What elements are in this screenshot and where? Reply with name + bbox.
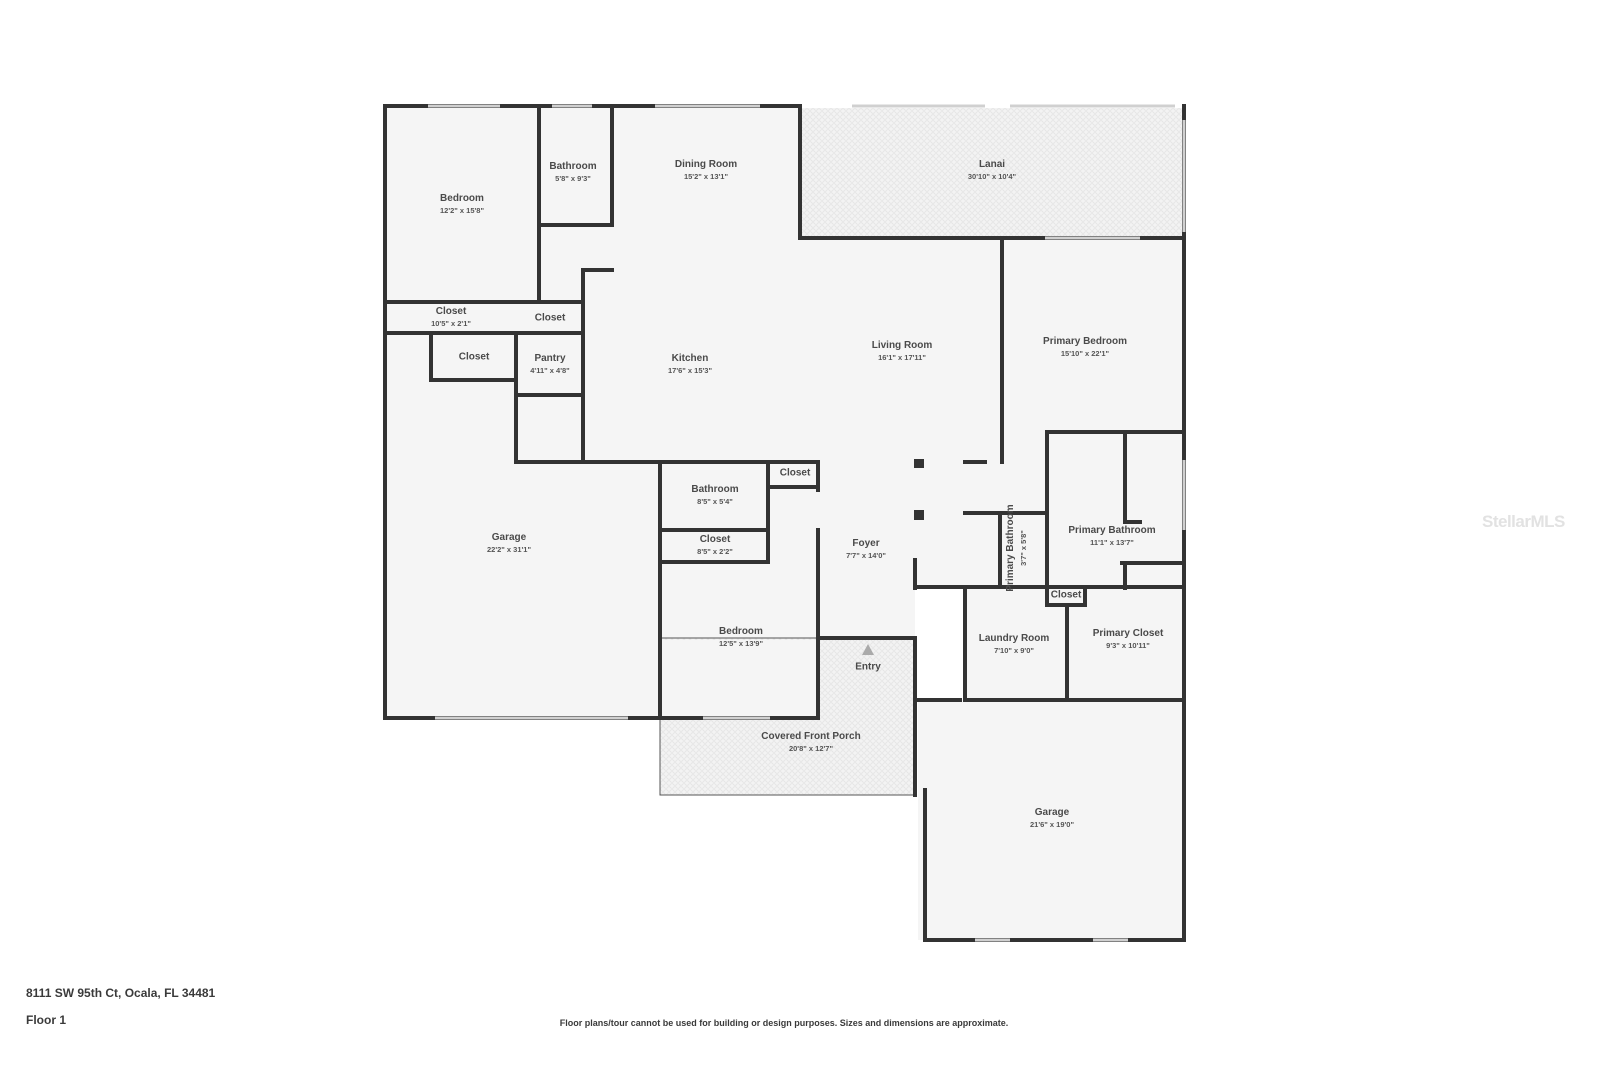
room-entry: Entry — [855, 661, 881, 673]
windows — [428, 104, 1186, 942]
room-closet-2: Closet — [534, 312, 566, 324]
room-closet-6: Closet — [1050, 589, 1082, 601]
address: 8111 SW 95th Ct, Ocala, FL 34481 — [26, 986, 216, 1000]
room-closet-4: Closet — [779, 467, 811, 479]
pillars — [914, 459, 924, 520]
floor-label: Floor 1 — [26, 1013, 67, 1027]
entry-arrow-icon — [862, 644, 874, 655]
room-closet-3: Closet — [458, 351, 490, 363]
floor-areas — [385, 106, 1184, 940]
disclaimer: Floor plans/tour cannot be used for buil… — [559, 1018, 1009, 1028]
watermark: StellarMLS — [1482, 512, 1565, 531]
lanai-floor — [802, 108, 1184, 238]
